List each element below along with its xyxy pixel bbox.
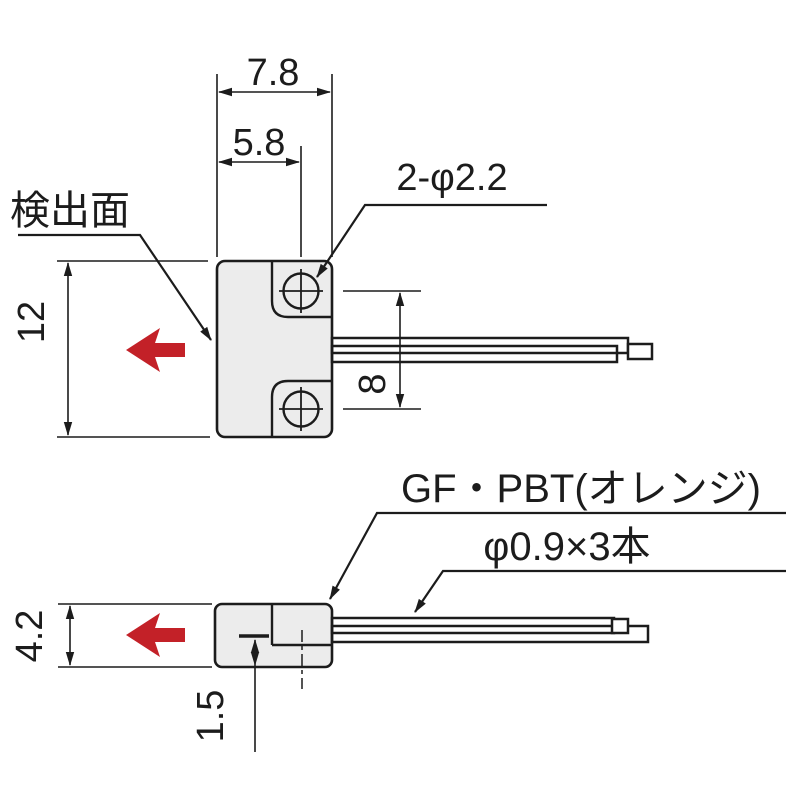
sensor-body-front xyxy=(215,259,334,439)
dimension-axis-offset: 1.5 xyxy=(190,634,269,752)
sensor-body-side xyxy=(213,602,334,669)
front-view: 7.8 5.8 12 検出面 xyxy=(10,52,654,439)
dim-8-label: 8 xyxy=(352,373,394,394)
sensing-direction-arrow-icon xyxy=(126,613,185,657)
sensing-direction-arrow-icon xyxy=(126,328,185,372)
dimension-width-outer: 7.8 xyxy=(216,52,333,257)
material-label: GF・PBT(オレンジ) xyxy=(401,467,761,511)
mounting-ear-bottom-contour xyxy=(270,379,332,437)
cable-spec-callout: φ0.9×3本 xyxy=(414,525,786,613)
dim-1-5-label: 1.5 xyxy=(190,690,232,743)
dim-7-8-label: 7.8 xyxy=(247,52,300,94)
leader-line xyxy=(414,569,786,613)
cable-side xyxy=(330,616,650,644)
leader-line xyxy=(18,233,212,341)
dimension-hole-pitch: 8 xyxy=(343,290,421,410)
dimension-height-side: 4.2 xyxy=(9,603,212,668)
cable-spec-label: φ0.9×3本 xyxy=(483,525,650,569)
cable-wire xyxy=(330,344,619,364)
material-callout: GF・PBT(オレンジ) xyxy=(329,467,786,600)
cable-wire-end xyxy=(626,342,654,361)
dim-4-2-label: 4.2 xyxy=(9,610,51,663)
mounting-hole-top xyxy=(279,269,323,313)
detection-face-label: 検出面 xyxy=(10,189,130,233)
mounting-hole-bottom xyxy=(279,387,323,431)
cable-wire-end xyxy=(610,617,630,635)
holes-callout: 2-φ2.2 xyxy=(316,157,547,278)
dimension-height-front: 12 xyxy=(11,260,210,438)
cable-front xyxy=(330,336,654,364)
leader-line xyxy=(316,203,547,278)
dim-5-8-label: 5.8 xyxy=(233,122,286,164)
detection-face-callout: 検出面 xyxy=(10,189,212,341)
holes-label: 2-φ2.2 xyxy=(396,157,507,199)
leader-line xyxy=(329,511,786,600)
dim-12-label: 12 xyxy=(11,301,53,343)
side-view: GF・PBT(オレンジ) φ0.9×3本 4.2 xyxy=(9,467,786,752)
dimension-width-to-hole: 5.8 xyxy=(218,122,302,257)
cable-wire xyxy=(330,624,650,644)
mounting-ear-top-contour xyxy=(270,261,332,319)
